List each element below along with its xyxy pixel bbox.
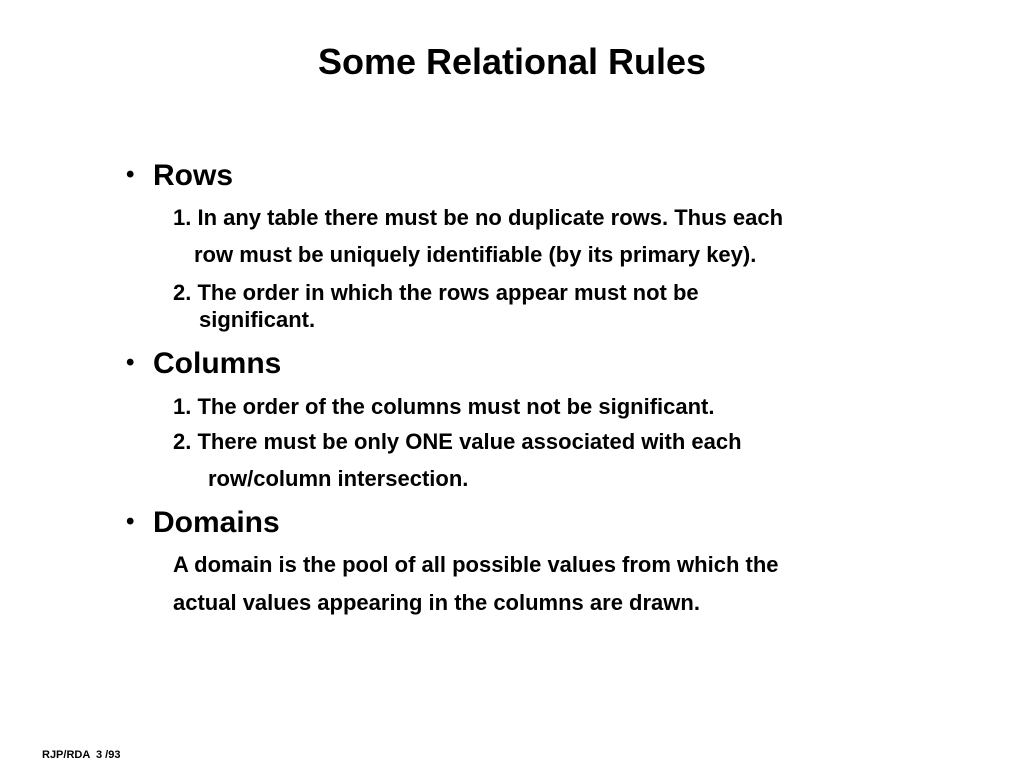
section-heading-label: Columns (153, 347, 282, 380)
body-line: 2. There must be only ONE value associat… (173, 429, 742, 454)
body-line: 1. In any table there must be no duplica… (173, 205, 784, 230)
body-line: A domain is the pool of all possible val… (173, 552, 779, 577)
body-line: 2. The order in which the rows appear mu… (173, 280, 699, 305)
footer-label: RJP/RDA 3 /93 (42, 749, 121, 761)
section-heading-columns: • Columns (126, 345, 281, 382)
section-heading-domains: • Domains (126, 504, 280, 541)
slide-title: Some Relational Rules (317, 41, 707, 82)
bullet-icon: • (126, 161, 135, 188)
section-heading-label: Rows (153, 159, 234, 192)
body-line: significant. (199, 307, 316, 332)
bullet-icon: • (126, 349, 135, 376)
section-heading-label: Domains (153, 506, 280, 539)
body-line: actual values appearing in the columns a… (173, 590, 700, 615)
section-heading-rows: • Rows (126, 157, 233, 194)
body-line: row must be uniquely identifiable (by it… (194, 242, 757, 267)
body-line: row/column intersection. (208, 466, 469, 491)
bullet-icon: • (126, 508, 135, 535)
body-line: 1. The order of the columns must not be … (173, 394, 715, 419)
